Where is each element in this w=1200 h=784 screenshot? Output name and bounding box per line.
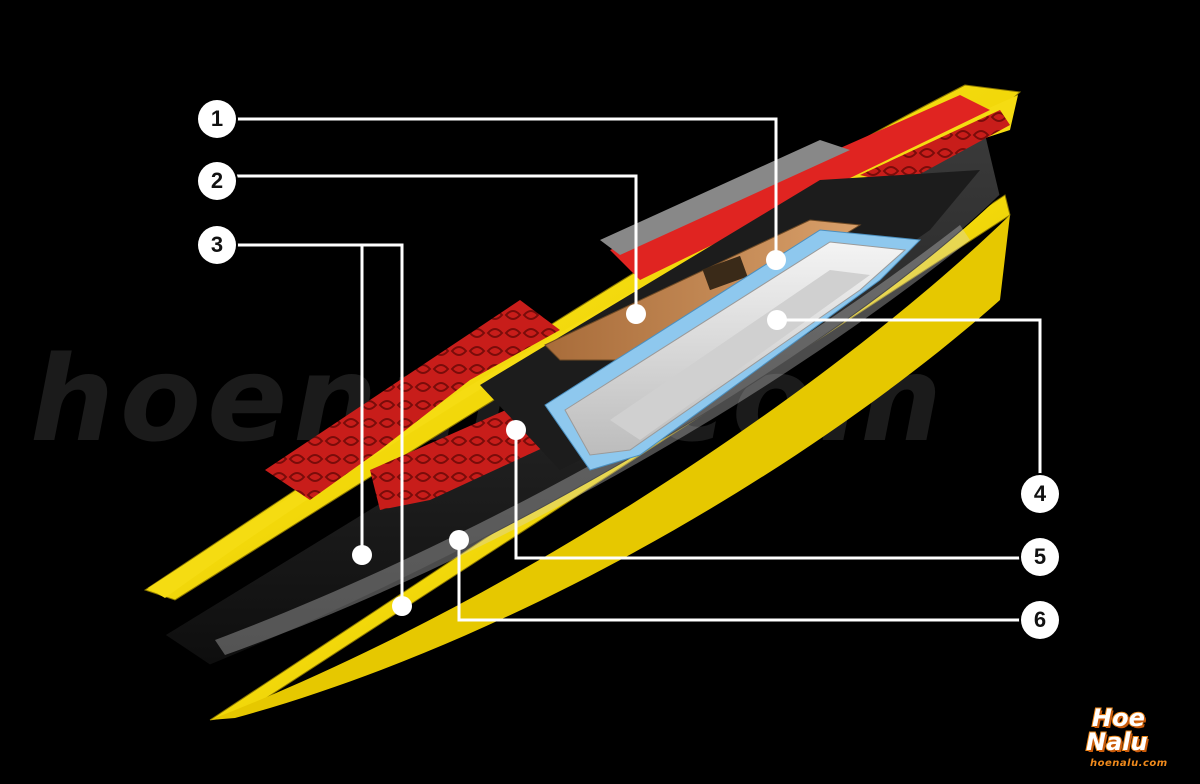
leader-line-2 [236,174,638,313]
callout-1: 1 [198,100,236,138]
leader-dot-1 [766,250,786,270]
logo-word-nalu: Nalu [1085,728,1149,756]
leader-line-4 [777,318,1042,476]
leader-line-3b [236,243,404,605]
leader-dot-2 [626,304,646,324]
leader-line-5 [514,430,1020,560]
carbon-inner-white [215,225,970,655]
leader-lines [236,117,1042,622]
leader-dots [352,250,787,616]
fin-box [702,255,748,291]
tribal-tail-pattern [860,110,1010,185]
callout-2: 2 [198,162,236,200]
logo-url: hoenalu.com [1090,758,1168,769]
leader-line-6 [457,540,1020,622]
leader-dot-6 [449,530,469,550]
logo-word-hoe: Hoe [1091,704,1146,732]
deck-grey-pad [600,140,850,255]
leader-dot-3b [392,596,412,616]
leader-line-1 [236,117,778,258]
callout-6: 6 [1021,601,1059,639]
callout-3: 3 [198,226,236,264]
foam-core-inner [610,270,870,440]
deck-red-stripe [610,95,990,280]
leader-dot-3a [352,545,372,565]
callout-4: 4 [1021,475,1059,513]
leader-dot-5 [506,420,526,440]
callout-5: 5 [1021,538,1059,576]
tribal-side-pattern [265,300,560,500]
leader-dot-4 [767,310,787,330]
hoenalu-logo: Hoe Nalu hoenalu.com [1078,704,1186,774]
